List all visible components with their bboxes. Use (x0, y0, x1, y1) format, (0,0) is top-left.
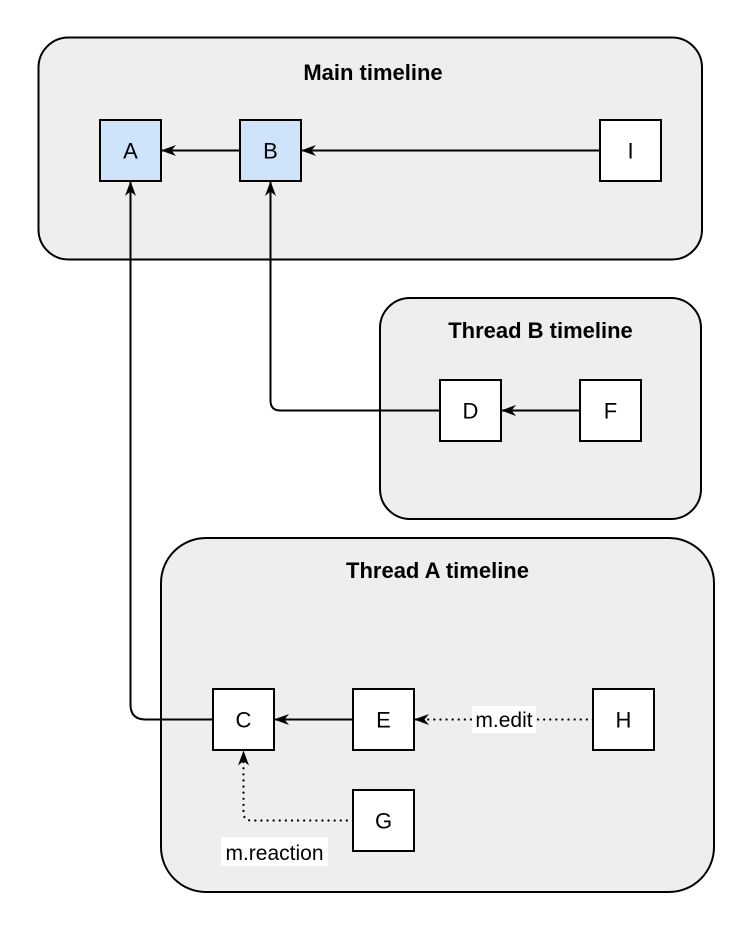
node-c (212, 688, 275, 751)
node-d-label: D (463, 399, 479, 424)
node-h (592, 688, 655, 751)
node-h-label: H (616, 708, 632, 733)
node-a (99, 119, 162, 182)
thread-b-timeline-title: Thread B timeline (448, 318, 633, 343)
node-d (439, 379, 502, 442)
node-e-label: E (376, 708, 391, 733)
edge-label-m-edit-bg (472, 706, 536, 733)
node-e (352, 688, 415, 751)
edge-label-m-reaction: m.reaction (225, 842, 323, 865)
node-f-label: F (604, 399, 617, 424)
edge-label-m-edit: m.edit (475, 709, 532, 732)
main-timeline-container (37, 36, 703, 261)
node-c-label: C (236, 708, 252, 733)
node-b-label: B (263, 139, 278, 164)
thread-a-timeline-container (160, 537, 715, 893)
node-i-label: I (627, 139, 633, 164)
edge-d-to-b (265, 181, 440, 412)
main-timeline-title: Main timeline (303, 60, 442, 85)
edge-c-to-a (125, 181, 213, 721)
thread-a-timeline-title: Thread A timeline (346, 558, 529, 583)
node-g (352, 789, 415, 852)
node-g-label: G (375, 809, 392, 834)
node-f (579, 379, 642, 442)
node-a-label: A (123, 139, 138, 164)
node-i (599, 119, 662, 182)
node-b (239, 119, 302, 182)
edge-label-m-reaction-bg (221, 837, 328, 866)
thread-b-timeline-container (379, 297, 702, 520)
